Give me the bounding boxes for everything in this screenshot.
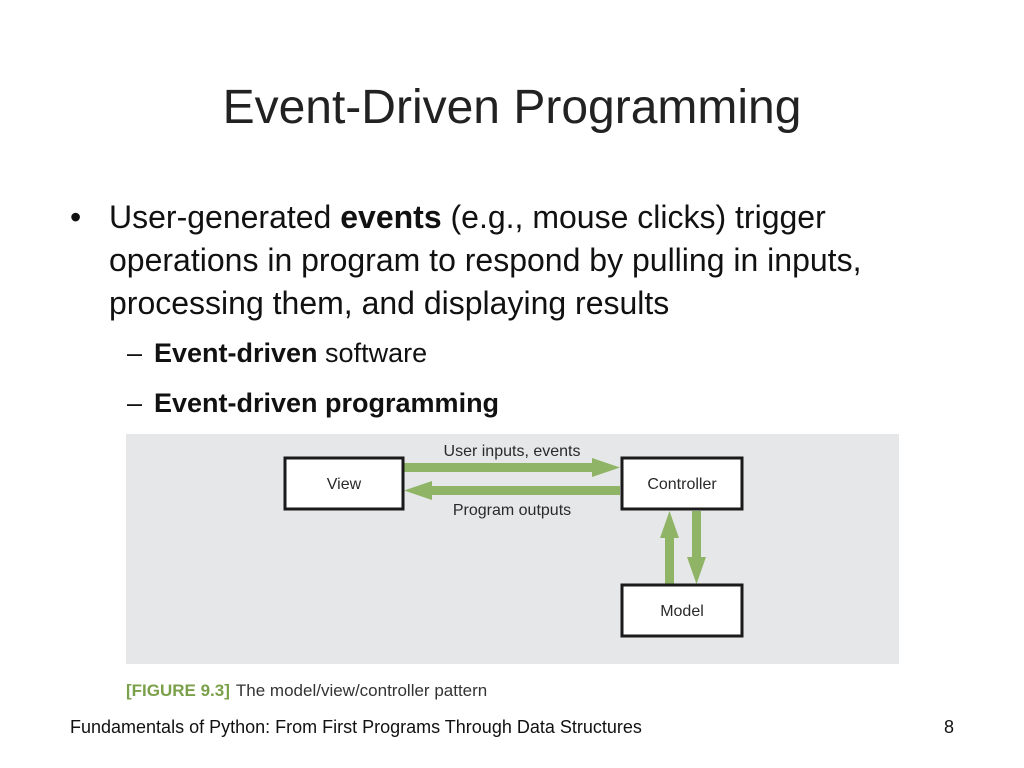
bullet-list: • User-generated events (e.g., mouse cli… [70,196,970,421]
arrow-down-shaft [692,511,701,557]
arrow-up-head [660,511,679,538]
model-box [620,583,744,638]
arrow-backward-head [404,481,432,500]
view-box [283,456,405,511]
sub-bullet-marker: – [127,388,143,418]
page-number: 8 [943,717,954,737]
sub-bullet-text: software [317,338,428,368]
sub-bullet-item: – Event-driven software [70,335,970,371]
sub-bullet-bold: Event-driven programming [154,388,500,418]
figure-caption: [FIGURE 9.3] The model/view/controller pa… [126,679,487,703]
controller-label: Controller [647,476,717,493]
arrow-forward-shaft [404,463,592,472]
sub-bullet-marker: – [127,338,143,368]
sub-bullet-item: – Event-driven programming [70,385,970,421]
model-label: Model [660,603,704,620]
edge-label-forward: User inputs, events [444,443,581,460]
bullet-text-end: (e.g., mouse clicks) trigger operations … [109,199,862,321]
mvc-figure: View Controller Model User inputs, event… [126,434,899,664]
figure-caption-text: The model/view/controller pattern [235,681,488,700]
bullet-item: • User-generated events (e.g., mouse cli… [70,196,970,325]
arrow-backward-shaft [432,486,620,495]
bullet-text-bold: events [340,199,442,235]
figure-caption-tag: [FIGURE 9.3] [126,681,230,700]
slide-footer: Fundamentals of Python: From First Progr… [70,717,642,737]
arrow-forward-head [592,458,620,477]
arrow-up-shaft [665,538,674,584]
controller-box [620,456,744,511]
bullet-text-start: User-generated [109,199,341,235]
bullet-marker: • [70,199,82,235]
sub-bullet-bold: Event-driven [154,338,318,368]
arrow-down-head [687,557,706,584]
mvc-diagram: View Controller Model User inputs, event… [283,443,744,638]
edge-label-backward: Program outputs [453,502,571,519]
view-label: View [327,476,362,493]
slide-title: Event-Driven Programming [222,81,802,134]
